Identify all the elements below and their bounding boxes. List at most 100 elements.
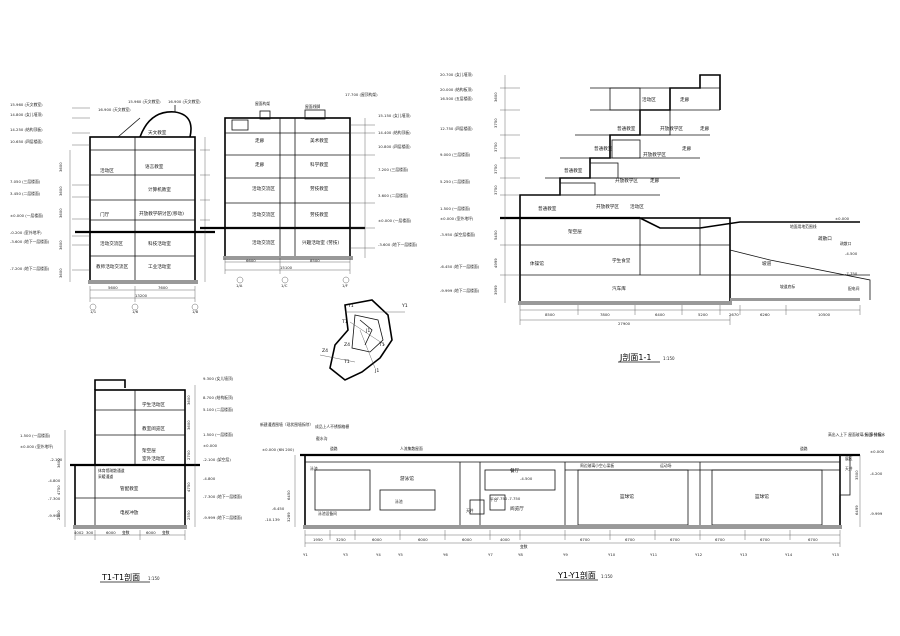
j-room-5: 普通教室 <box>594 145 613 152</box>
y1-rlevel-1: -4.200 <box>870 471 883 476</box>
key-labels: Y1 Y1 T1 Z4 Z4 J1 T1 J1 T1 <box>322 303 408 374</box>
key-label-4: Z4 <box>344 342 350 348</box>
j-room-9: 开放教学区 <box>615 177 638 184</box>
j-room-10: 走廊 <box>650 177 660 184</box>
y1-rlevel-0: ±0.000 <box>870 449 885 454</box>
j-rnote-1: 疏散口 <box>840 241 852 246</box>
s1-level-4: 7.050 (三层楼面) <box>10 179 41 184</box>
t1-scale: 1:150 <box>148 576 160 581</box>
s2-bot-dim-0: 6600 <box>246 258 256 263</box>
t1-room-0: 学生活动区 <box>142 401 165 408</box>
j-level-7: ±0.000 (室外地坪) <box>440 216 474 221</box>
j-room-18: 坡道 <box>762 260 772 267</box>
y1-axis-13: Y15 <box>832 552 840 557</box>
t1-room-7: 电视冲放 <box>120 509 139 516</box>
y1-llevel-2: -10.139 <box>265 517 280 522</box>
y1-room-3: 泳池设备间 <box>318 511 337 516</box>
s2-axis-2: 1/F <box>342 283 348 288</box>
key-label-0: Y1 <box>347 303 354 309</box>
y1-ldim-0: 6450 <box>286 490 291 500</box>
s1-labels: 15.960 (天文教室) 14.800 (女儿墙顶) 14.250 (结构顶板… <box>10 99 201 314</box>
s2-room-9: 兴趣活动室 (劳技) <box>302 239 339 246</box>
t1-ldim-2: 2550 <box>56 510 61 520</box>
j-dim-6: 4999 <box>493 258 498 268</box>
section-s1 <box>69 105 215 311</box>
j-labels: 20.700 (女儿墙顶) 20.000 (结构板顶) 16.500 (五层楼面… <box>440 72 860 362</box>
j-level-2: 16.500 (五层楼面) <box>440 96 473 101</box>
key-label-6: T1 <box>378 342 385 348</box>
j-dim-4: 3750 <box>493 185 498 195</box>
j-room-0: 活动区 <box>642 96 656 103</box>
j-rlevel-0: ±0.000 <box>835 216 850 221</box>
j-level-6: 1.500 (一层楼面) <box>440 206 471 211</box>
j-level-1: 20.000 (结构板顶) <box>440 87 473 92</box>
j-room-15: 学生食堂 <box>612 257 631 264</box>
key-label-2: T1 <box>341 319 348 325</box>
s1-level-9: -7.200 (地下二层楼面) <box>10 266 50 271</box>
y1-llevel-0: ±0.000 (6N 200) <box>262 447 294 452</box>
y1-bot-3: 6000 <box>418 537 428 542</box>
s2-room-5: 劳技教室 <box>310 185 329 192</box>
y1-bot-1: 3250 <box>336 537 346 542</box>
y1-room-11: 周边玻璃小空心梁板 <box>580 463 614 468</box>
t1-room-4: 体育馆疏散通道 <box>98 468 125 473</box>
j-level-4: 9.000 (三层楼面) <box>440 152 471 157</box>
j-room-8: 普通教室 <box>564 167 583 174</box>
y1-room-9: 篮球馆 <box>620 493 634 500</box>
s2-level-2: 10.800 (四层楼面) <box>378 144 411 149</box>
t1-llevel-1: ±0.000 (室外地坪) <box>20 444 54 449</box>
y1-room-7: 平台 <box>490 497 498 502</box>
j-bot-dim-1: 7800 <box>600 312 610 317</box>
s1-bot-total: 13200 <box>135 293 148 298</box>
t1-ldim-1: 4750 <box>56 485 61 495</box>
y1-title: Y1-Y1剖面 <box>557 570 596 580</box>
s2-level-5: ±0.000 (一层楼面) <box>378 218 412 223</box>
t1-labels: 1.500 (一层楼面) ±0.000 (室外地坪) -2.100 -4.800… <box>20 376 243 582</box>
j-level-0: 20.700 (女儿墙顶) <box>440 72 473 77</box>
s1-level-0: 15.960 (天文教室) <box>10 102 43 107</box>
j-bot-dim-0: 8500 <box>545 312 555 317</box>
y1-axis-0: Y1 <box>303 552 308 557</box>
s2-axis-0: 1/A <box>236 283 243 288</box>
j-room-13: 活动区 <box>630 203 644 210</box>
s2-top-note-0: 屋面构架 <box>255 101 270 106</box>
s2-room-1: 美术教室 <box>310 137 329 144</box>
y1-bot-11: 6700 <box>808 537 818 542</box>
y1-axis-8: Y10 <box>608 552 616 557</box>
y1-bot-10: 6700 <box>760 537 770 542</box>
section-j <box>500 74 871 363</box>
y1-room-0: 泳池 <box>310 466 318 471</box>
t1-rdim-3: 4750 <box>186 482 191 492</box>
y1-axis-5: Y7 <box>488 552 493 557</box>
s2-level-3: 7.200 (三层楼面) <box>378 167 409 172</box>
s2-room-6: 活动交流区 <box>252 211 275 218</box>
j-level-9: -6.450 (地下一层楼面) <box>440 264 480 269</box>
y1-room-13: 展区 <box>845 456 853 461</box>
t1-room-5: 采暖通道 <box>98 474 113 479</box>
y1-ldim-1: 3289 <box>286 512 291 522</box>
s2-top-note-1: 屋面线脚 <box>305 104 320 109</box>
s2-level-0: 15.150 (女儿墙顶) <box>378 113 411 118</box>
s2-bot-total: 15100 <box>280 265 293 270</box>
s1-room-2: 活动区 <box>100 167 114 174</box>
y1-room-5: 餐厅 <box>510 467 520 474</box>
y1-bot-9: 6700 <box>715 537 725 542</box>
t1-rlevel-6: -4.800 <box>203 476 216 481</box>
y1-llevel-1: -6.450 <box>272 506 285 511</box>
t1-rlevel-5: -2.100 (架空层) <box>203 457 231 462</box>
section-t1 <box>64 379 200 583</box>
s1-bot-dim-0: 5600 <box>108 285 118 290</box>
t1-rlevel-2: 5.100 (二层楼面) <box>203 407 234 412</box>
y1-road-2: 道路 <box>800 446 808 451</box>
y1-rdim-0: 3500 <box>854 470 859 480</box>
j-room-14: 架空层 <box>568 228 582 235</box>
t1-llevel-2: -2.100 <box>50 457 63 462</box>
t1-rdim-2: 2700 <box>186 450 191 460</box>
t1-bot-5: 变数 <box>162 530 170 535</box>
j-room-16: 汽车库 <box>612 285 626 292</box>
t1-rlevel-4: ±0.000 <box>203 443 218 448</box>
j-title: J剖面1-1 <box>619 352 651 362</box>
j-room-19: 疏散口 <box>818 235 832 242</box>
j-bot-dim-4: 2670 <box>729 312 739 317</box>
